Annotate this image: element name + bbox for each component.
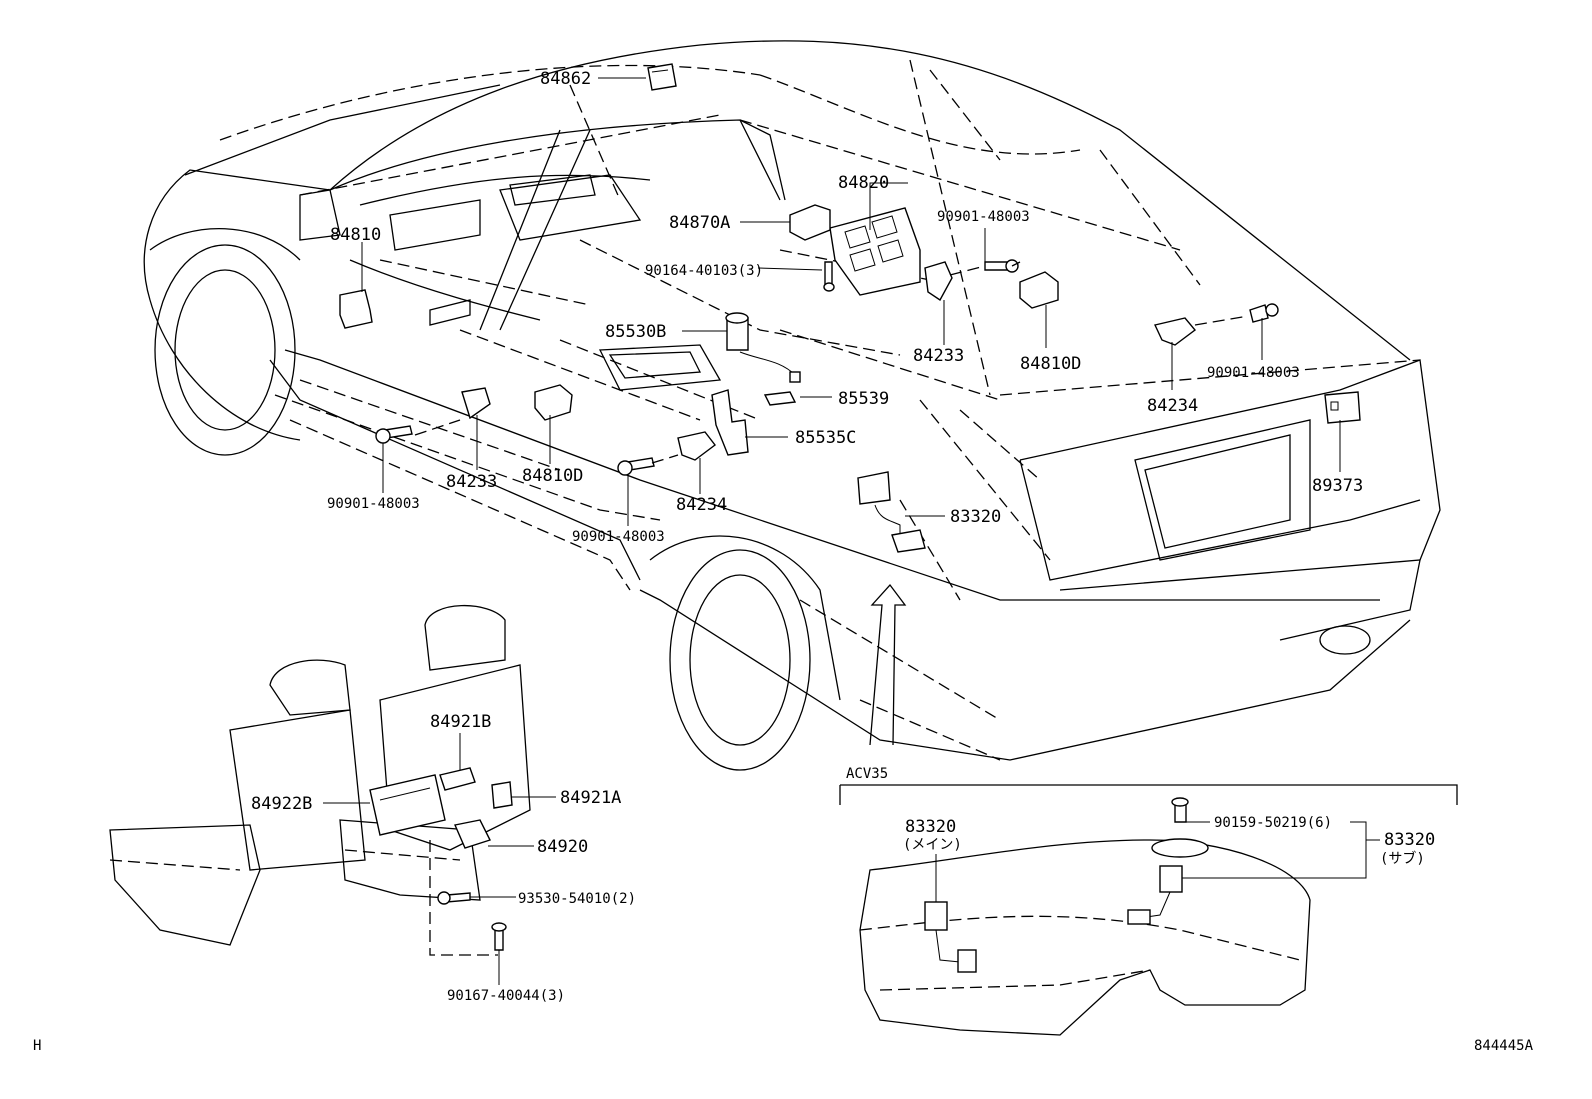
label-89373: 89373: [1312, 476, 1363, 496]
car-body-illustration: [143, 40, 1441, 771]
sender-83320-main-shape: [924, 901, 948, 931]
label-84233-left: 84233: [446, 472, 497, 492]
part-84233-left-shape: [461, 387, 491, 420]
part-84810-shape: [339, 289, 373, 329]
label-90901-48003-right: 90901-48003: [1207, 365, 1300, 381]
bolt-90901-top-shape: [984, 261, 1009, 271]
label-90164-40103: 90164-40103(3): [645, 263, 763, 279]
label-84920: 84920: [537, 837, 588, 857]
label-84810d-left: 84810D: [522, 466, 583, 486]
label-84234-left: 84234: [676, 495, 727, 515]
part-84862-shape: [647, 63, 677, 91]
component-shapes: [339, 63, 1361, 746]
part-84920-shape: [454, 819, 491, 849]
leader-lines: [323, 77, 1380, 985]
part-85535c-shape: [711, 389, 749, 456]
label-84810: 84810: [330, 225, 381, 245]
label-83320-main: 83320: [905, 817, 956, 837]
arrow-to-tank: [869, 583, 907, 746]
part-84234-right-shape: [1154, 317, 1197, 346]
label-83320: 83320: [950, 507, 1001, 527]
fuel-tank-illustration: [839, 784, 1458, 1036]
label-84233-right: 84233: [913, 346, 964, 366]
label-84870a: 84870A: [669, 213, 730, 233]
label-84921b: 84921B: [430, 712, 491, 732]
bolt-90901-right-shape: [1249, 304, 1269, 323]
label-84921a: 84921A: [560, 788, 621, 808]
sender-83320-sub-shape: [1151, 838, 1209, 858]
label-93530-54010: 93530-54010(2): [518, 891, 636, 907]
label-83320-main-note: (メイン): [903, 837, 962, 853]
label-85535c: 85535C: [795, 428, 856, 448]
label-84234-right: 84234: [1147, 396, 1198, 416]
part-84921b-shape: [439, 767, 476, 791]
diagram-id: 844445A: [1474, 1038, 1534, 1054]
label-90901-48003-mid: 90901-48003: [572, 529, 665, 545]
label-84810d-right: 84810D: [1020, 354, 1081, 374]
part-83320-car-shape: [857, 471, 891, 505]
part-84922b-shape: [369, 774, 446, 836]
label-84862: 84862: [540, 69, 591, 89]
label-acv35: ACV35: [846, 766, 888, 782]
label-84922b: 84922B: [251, 794, 312, 814]
label-85530b: 85530B: [605, 322, 666, 342]
label-90159-50219: 90159-50219(6): [1214, 815, 1332, 831]
part-89373-shape: [1324, 391, 1361, 424]
label-85539: 85539: [838, 389, 889, 409]
part-84810d-left-shape: [534, 384, 573, 421]
label-83320-sub: 83320: [1384, 830, 1435, 850]
part-84233-right-shape: [924, 261, 953, 302]
part-84921a-shape: [491, 781, 513, 809]
label-90901-48003-left: 90901-48003: [327, 496, 420, 512]
seat-illustration: [109, 604, 531, 956]
label-84820: 84820: [838, 173, 889, 193]
part-84870a-shape: [789, 204, 831, 241]
part-84810d-right-shape: [1019, 271, 1059, 309]
corner-code-left: H: [33, 1038, 41, 1054]
label-90901-48003-top: 90901-48003: [937, 209, 1030, 225]
label-83320-sub-note: (サブ): [1380, 850, 1425, 867]
screw-90164-shape: [824, 261, 833, 286]
part-84234-left-shape: [677, 431, 716, 461]
label-90167-40044: 90167-40044(3): [447, 988, 565, 1004]
part-labels: 84862 84820 84870A 90901-48003 90164-401…: [33, 69, 1534, 1054]
part-85539-shape: [763, 391, 797, 406]
